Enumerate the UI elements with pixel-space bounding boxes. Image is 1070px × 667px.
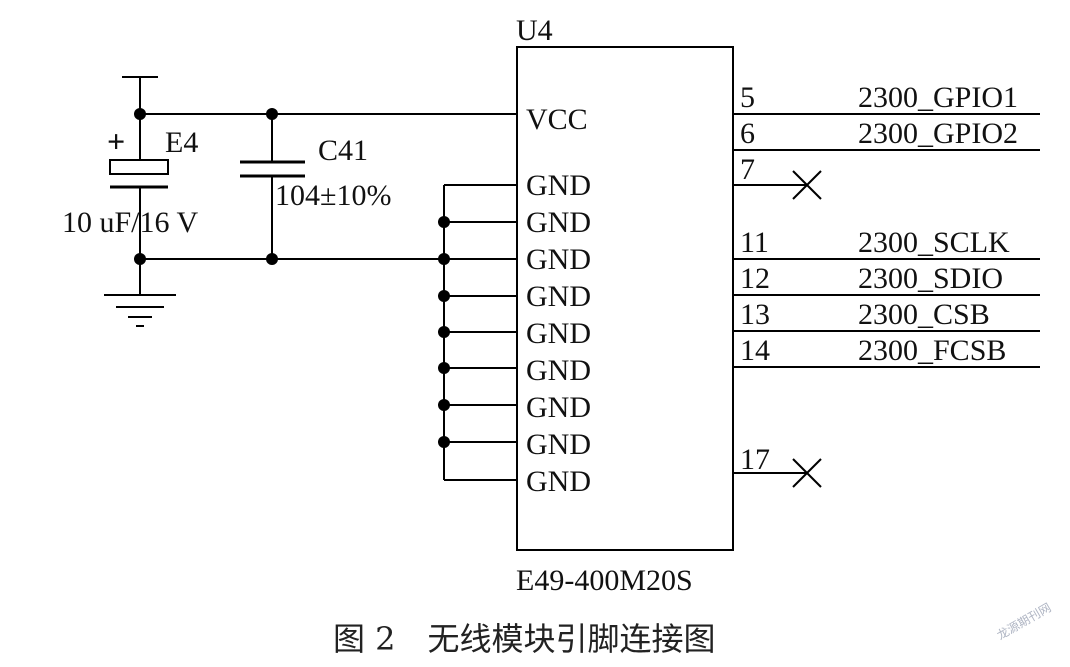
net-label: 2300_GPIO2	[858, 117, 1018, 150]
module-u4-body	[516, 46, 734, 551]
right-pin-wires	[733, 113, 1040, 474]
pin-number: 14	[740, 334, 770, 367]
gnd-junction-dots	[438, 216, 450, 448]
e4-polarity-plus: +	[107, 123, 125, 159]
net-label: 2300_FCSB	[858, 334, 1006, 367]
pin-number: 17	[740, 443, 770, 476]
pin-label-gnd: GND	[526, 169, 591, 202]
capacitor-c41-symbol	[240, 114, 305, 259]
pin-label-gnd: GND	[526, 354, 591, 387]
pin-label-gnd: GND	[526, 243, 591, 276]
watermark: 龙源期刊网	[995, 600, 1054, 642]
gnd-bus	[443, 184, 517, 481]
net-label: 2300_GPIO1	[858, 81, 1018, 114]
no-connect-x-icon	[792, 458, 822, 488]
pin-label-gnd: GND	[526, 317, 591, 350]
capacitor-e4-symbol	[109, 114, 169, 259]
pin-number: 11	[740, 226, 769, 259]
pin-label-vcc: VCC	[526, 103, 588, 136]
c41-value-label: 104±10%	[275, 179, 391, 212]
pin-number: 12	[740, 262, 770, 295]
net-label: 2300_CSB	[858, 298, 990, 331]
c41-ref-label: C41	[318, 134, 368, 167]
net-label: 2300_SCLK	[858, 226, 1010, 259]
ground-symbol	[104, 259, 176, 327]
vcc-rail	[122, 76, 517, 120]
pin-label-gnd: GND	[526, 206, 591, 239]
module-ref-label: U4	[516, 14, 553, 47]
pin-number: 13	[740, 298, 770, 331]
pin-label-gnd: GND	[526, 391, 591, 424]
pin-number: 6	[740, 117, 755, 150]
e4-value-label: 10 uF/16 V	[62, 206, 198, 239]
pin-label-gnd: GND	[526, 428, 591, 461]
module-part-label: E49-400M20S	[516, 564, 693, 597]
gnd-rail	[134, 253, 444, 265]
pin-label-gnd: GND	[526, 465, 591, 498]
no-connect-x-icon	[792, 170, 822, 200]
pin-number: 5	[740, 81, 755, 114]
e4-ref-label: E4	[165, 126, 198, 159]
pin-label-gnd: GND	[526, 280, 591, 313]
figure-caption: 图 2 无线模块引脚连接图	[333, 620, 716, 658]
pin-number: 7	[740, 153, 755, 186]
net-label: 2300_SDIO	[858, 262, 1003, 295]
